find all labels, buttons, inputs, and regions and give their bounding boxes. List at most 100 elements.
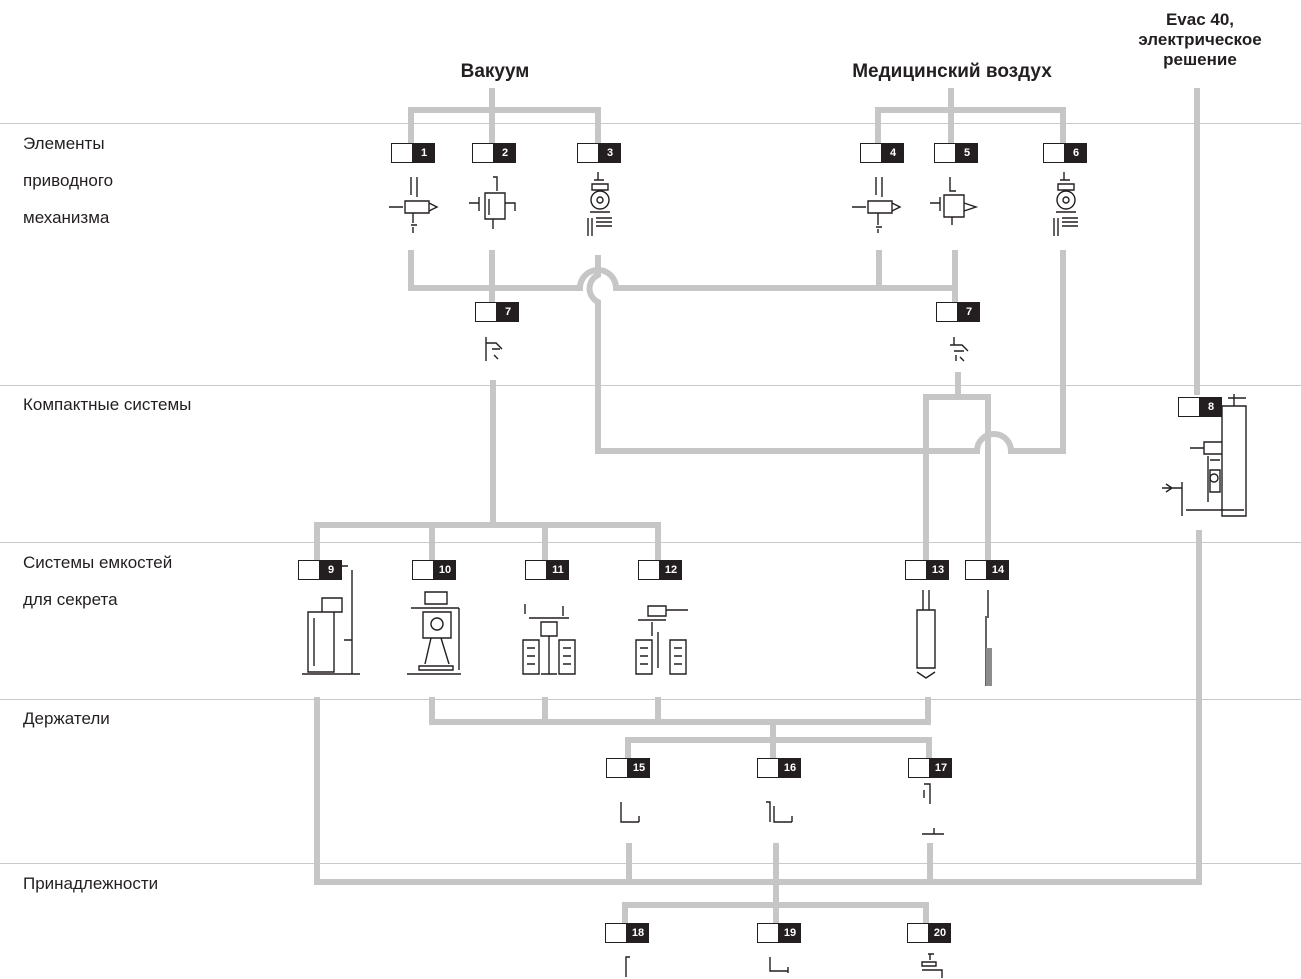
rail-container-icon: [985, 590, 992, 686]
row-label-line: для секрета: [23, 590, 118, 609]
item-checkbox[interactable]: [525, 560, 547, 580]
connector-line: [875, 88, 1066, 143]
item-checkbox[interactable]: [475, 302, 497, 322]
air-regulator-icon: [930, 177, 979, 225]
item-number: 5: [956, 143, 978, 163]
item-number: 12: [660, 560, 682, 580]
row-label-drive-elements: Элементы приводного механизма: [23, 125, 113, 236]
row-label-line: Системы емкостей: [23, 553, 173, 572]
item-node-19[interactable]: 19: [757, 923, 801, 943]
row-label-line: механизма: [23, 208, 110, 227]
row-divider: [0, 863, 1301, 864]
row-label-line: Держатели: [23, 709, 110, 728]
container-system-icon: [302, 564, 360, 675]
row-label-line: Компактные системы: [23, 395, 192, 414]
item-node-18[interactable]: 18: [605, 923, 649, 943]
item-node-13[interactable]: 13: [905, 560, 949, 580]
connector-line: [586, 250, 1066, 454]
connector-line: [314, 380, 661, 560]
connector-line: [408, 250, 958, 302]
item-node-3[interactable]: 3: [577, 143, 621, 163]
item-number: 6: [1065, 143, 1087, 163]
item-number: 8: [1200, 397, 1222, 417]
item-number: 3: [599, 143, 621, 163]
connector-line: [622, 882, 929, 924]
item-checkbox[interactable]: [391, 143, 413, 163]
item-checkbox[interactable]: [757, 758, 779, 778]
item-node-2[interactable]: 2: [472, 143, 516, 163]
item-checkbox[interactable]: [577, 143, 599, 163]
item-number: 15: [628, 758, 650, 778]
row-label-container-systems: Системы емкостей для секрета: [23, 544, 172, 618]
item-checkbox[interactable]: [860, 143, 882, 163]
air-ejector-icon: [1053, 172, 1078, 236]
row-label-line: Элементы: [23, 134, 105, 153]
item-checkbox[interactable]: [412, 560, 434, 580]
item-checkbox[interactable]: [908, 758, 930, 778]
holder-icon: [766, 801, 793, 823]
row-divider: [0, 123, 1301, 124]
item-number: 17: [930, 758, 952, 778]
item-node-1[interactable]: 1: [391, 143, 435, 163]
item-number: 18: [627, 923, 649, 943]
item-checkbox[interactable]: [472, 143, 494, 163]
item-number: 13: [927, 560, 949, 580]
header-medical-air: Медицинский воздух: [852, 61, 1052, 82]
item-node-15[interactable]: 15: [606, 758, 650, 778]
item-node-11[interactable]: 11: [525, 560, 569, 580]
item-checkbox[interactable]: [965, 560, 987, 580]
flow-meter-icon: [950, 337, 969, 362]
item-node-9[interactable]: 9: [298, 560, 342, 580]
item-node-17[interactable]: 17: [908, 758, 952, 778]
item-number: 20: [929, 923, 951, 943]
item-node-7-vacuum[interactable]: 7: [475, 302, 519, 322]
item-node-8[interactable]: 8: [1178, 397, 1222, 417]
header-evac-line: электрическое: [1138, 30, 1262, 49]
vacuum-regulator-icon: [469, 176, 516, 229]
vacuum-regulator-icon: [389, 177, 439, 233]
item-node-14[interactable]: 14: [965, 560, 1009, 580]
header-evac-line: решение: [1163, 50, 1237, 69]
item-checkbox[interactable]: [605, 923, 627, 943]
item-number: 7: [497, 302, 519, 322]
item-checkbox[interactable]: [638, 560, 660, 580]
item-checkbox[interactable]: [905, 560, 927, 580]
header-evac-line: Evac 40,: [1165, 10, 1235, 29]
accessory-icon: [769, 957, 789, 973]
item-checkbox[interactable]: [1178, 397, 1200, 417]
item-checkbox[interactable]: [936, 302, 958, 322]
accessory-icon: [625, 956, 630, 977]
item-checkbox[interactable]: [907, 923, 929, 943]
item-number: 4: [882, 143, 904, 163]
item-node-20[interactable]: 20: [907, 923, 951, 943]
item-node-4[interactable]: 4: [860, 143, 904, 163]
row-divider: [0, 699, 1301, 700]
item-number: 9: [320, 560, 342, 580]
item-checkbox[interactable]: [606, 758, 628, 778]
row-label-compact-systems: Компактные системы: [23, 386, 191, 423]
container-system-icon: [635, 605, 688, 675]
row-divider: [0, 542, 1301, 543]
item-node-12[interactable]: 12: [638, 560, 682, 580]
item-checkbox[interactable]: [757, 923, 779, 943]
vacuum-ejector-icon: [587, 172, 612, 236]
item-number: 11: [547, 560, 569, 580]
item-checkbox[interactable]: [298, 560, 320, 580]
evac-40-unit-icon: [1162, 394, 1247, 517]
item-node-10[interactable]: 10: [412, 560, 456, 580]
item-node-6[interactable]: 6: [1043, 143, 1087, 163]
item-node-16[interactable]: 16: [757, 758, 801, 778]
item-number: 19: [779, 923, 801, 943]
item-number: 2: [494, 143, 516, 163]
container-system-icon: [522, 604, 576, 675]
row-label-line: Принадлежности: [23, 874, 159, 893]
connector-line: [923, 372, 991, 560]
item-node-7-air[interactable]: 7: [936, 302, 980, 322]
item-checkbox[interactable]: [934, 143, 956, 163]
connector-line: [408, 88, 601, 143]
item-checkbox[interactable]: [1043, 143, 1065, 163]
connector-line: [429, 697, 931, 725]
item-node-5[interactable]: 5: [934, 143, 978, 163]
item-number: 10: [434, 560, 456, 580]
